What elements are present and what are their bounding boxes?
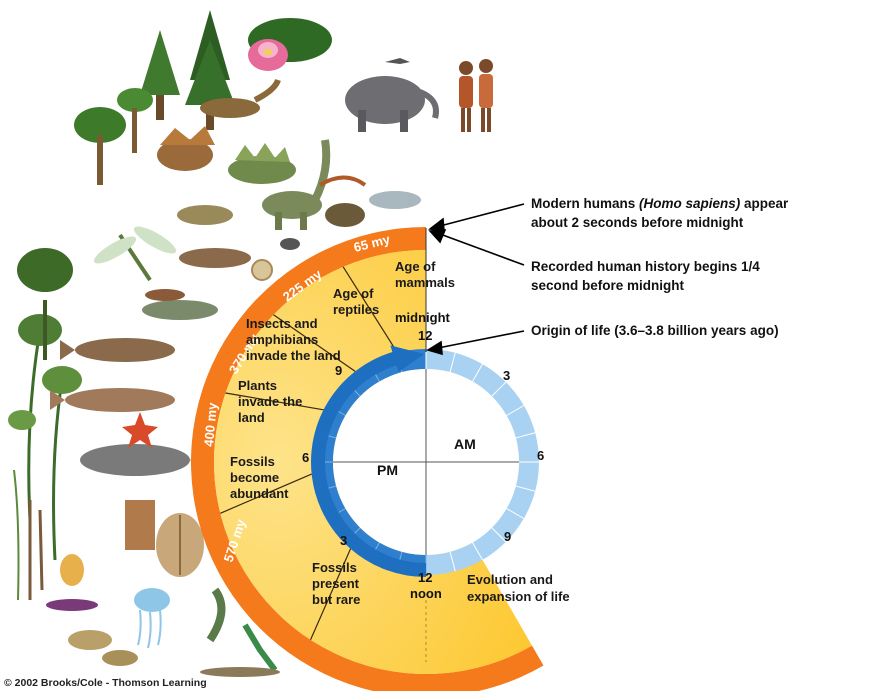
- label-evolution-2: expansion of life: [467, 589, 570, 604]
- dial-tick: [491, 527, 507, 543]
- era-labels: Age of mammals Age of reptiles Insects a…: [230, 259, 570, 607]
- label-reptiles-2: reptiles: [333, 302, 379, 317]
- label-rare-3: but rare: [312, 592, 360, 607]
- human-pair-illustration: [459, 59, 493, 132]
- label-abundant-3: abundant: [230, 486, 289, 501]
- era-divider: [309, 548, 352, 641]
- clock-number-6-am: 6: [537, 448, 544, 463]
- clock-number-6-pm: 6: [302, 450, 309, 465]
- humans-note-suffix: appear: [740, 196, 789, 211]
- label-reptiles-1: Age of: [333, 286, 374, 301]
- humans-note-line2: about 2 seconds before midnight: [531, 215, 744, 230]
- arrow-head: [390, 345, 425, 373]
- starfish-illustration: [122, 412, 158, 448]
- label-plants-3: land: [238, 410, 265, 425]
- era-divider: [273, 314, 356, 372]
- label-insects-1: Insects and: [246, 316, 318, 331]
- humans-note-prefix: Modern humans: [531, 196, 639, 211]
- label-plants-1: Plants: [238, 378, 277, 393]
- label-mammals-1: Age of: [395, 259, 436, 274]
- clock-dial: [311, 345, 539, 577]
- organism-illustrations: [8, 10, 493, 677]
- jellyfish-illustration: [134, 588, 170, 649]
- noon-label: noon: [410, 586, 442, 601]
- clock-number-9-pm: 9: [335, 363, 342, 378]
- clock-number-12-noon: 12: [418, 570, 432, 585]
- clock-number-9-am: 9: [504, 529, 511, 544]
- humans-note-species: (Homo sapiens): [639, 196, 741, 211]
- annotation-arrows: [426, 203, 525, 356]
- dial-tick: [506, 508, 525, 519]
- dial-tick: [449, 551, 456, 572]
- era-dividers: [220, 266, 397, 641]
- dial-tick: [515, 432, 536, 439]
- clock-number-3-am: 3: [503, 368, 510, 383]
- band-label-400: 400 my: [201, 401, 220, 447]
- label-plants-2: invade the: [238, 394, 302, 409]
- clock-numbers: midnight 12 3 6 9 3 6 9 12 noon AM PM: [302, 310, 544, 601]
- humans-arrow-line: [439, 203, 525, 227]
- origin-note: Origin of life (3.6–3.8 billion years ag…: [531, 323, 779, 338]
- label-evolution-1: Evolution and: [467, 572, 553, 587]
- label-rare-1: Fossils: [312, 560, 357, 575]
- dial-tick: [506, 405, 525, 416]
- copyright-credit: © 2002 Brooks/Cole - Thomson Learning: [4, 677, 207, 689]
- history-arrow-head: [428, 229, 447, 244]
- annotations: Modern humans (Homo sapiens) appear abou…: [531, 196, 789, 338]
- trilobite-illustration: [156, 513, 204, 577]
- am-dial-ring: [426, 349, 539, 575]
- label-abundant-2: become: [230, 470, 279, 485]
- fish-illustration: [50, 338, 205, 476]
- dial-tick: [515, 485, 536, 492]
- clock-number-12-top: 12: [418, 328, 432, 343]
- label-insects-2: amphibians: [246, 332, 318, 347]
- era-divider: [220, 473, 312, 514]
- pm-label: PM: [377, 462, 398, 478]
- dial-tick: [449, 352, 456, 373]
- history-note-line1: Recorded human history begins 1/4: [531, 259, 760, 274]
- am-label: AM: [454, 436, 476, 452]
- early-plants-illustration: [8, 248, 82, 601]
- origin-arrow-line: [437, 330, 525, 349]
- dragonfly-illustration: [93, 226, 177, 282]
- reptiles-illustration: [142, 175, 421, 320]
- dinosaurs-illustration: [157, 78, 331, 230]
- origin-arrow-head: [426, 340, 443, 356]
- history-note-line2: second before midnight: [531, 278, 685, 293]
- evolution-progress-arrow: [311, 350, 427, 577]
- dial-tick: [472, 542, 483, 561]
- humans-note-line1: Modern humans (Homo sapiens) appear: [531, 196, 789, 211]
- label-mammals-2: mammals: [395, 275, 455, 290]
- clock-number-3-pm: 3: [340, 533, 347, 548]
- humans-arrow-head: [428, 217, 445, 232]
- shells-illustration: [28, 500, 280, 677]
- era-divider: [225, 392, 324, 411]
- era-divider: [342, 266, 397, 352]
- history-arrow-line: [439, 233, 525, 266]
- bird-illustration: [385, 58, 410, 64]
- lotus-flower-illustration: [248, 39, 288, 71]
- label-abundant-1: Fossils: [230, 454, 275, 469]
- label-rare-2: present: [312, 576, 360, 591]
- midnight-label: midnight: [395, 310, 451, 325]
- dial-tick: [491, 381, 507, 397]
- label-insects-3: invade the land: [246, 348, 341, 363]
- mammoth-illustration: [345, 76, 439, 132]
- dial-tick: [472, 363, 483, 382]
